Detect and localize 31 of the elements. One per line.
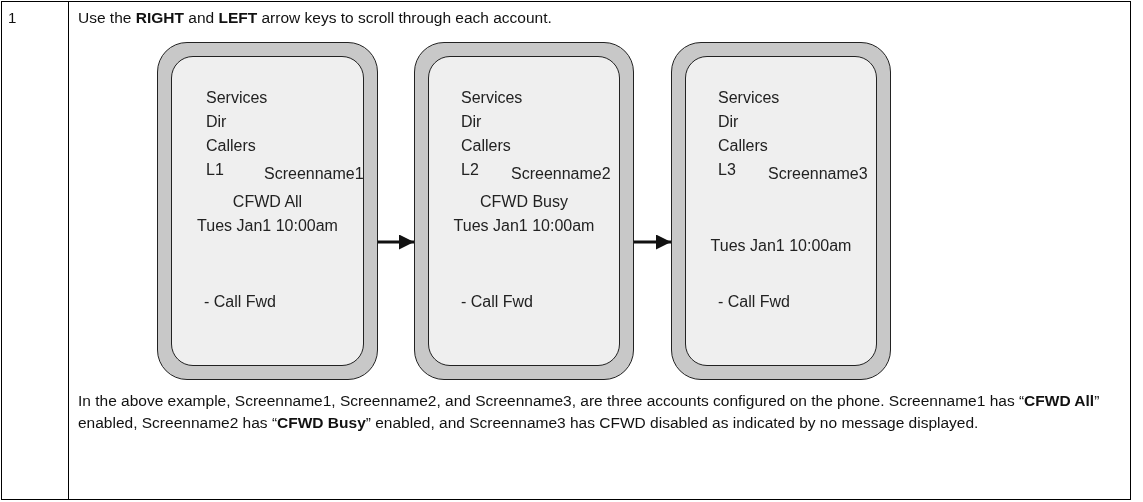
screen-name: Screenname1 bbox=[264, 165, 364, 183]
line-label: L1 bbox=[206, 161, 224, 179]
arrow bbox=[634, 234, 671, 250]
line-label: L3 bbox=[718, 161, 736, 179]
instruction-text: Use the RIGHT and LEFT arrow keys to scroll through each account. bbox=[78, 8, 553, 28]
phone-screen bbox=[157, 42, 378, 380]
phone-screen bbox=[671, 42, 891, 380]
softkey-label: - Call Fwd bbox=[718, 293, 790, 311]
step-number: 1 bbox=[8, 8, 18, 28]
menu-item: Dir bbox=[718, 113, 739, 131]
menu-item: Callers bbox=[206, 137, 256, 155]
date-time: Tues Jan1 10:00am bbox=[452, 217, 596, 235]
forward-status: CFWD Busy bbox=[479, 193, 569, 211]
menu-item: Services bbox=[461, 89, 523, 107]
menu-item: Callers bbox=[718, 137, 768, 155]
arrow bbox=[378, 234, 414, 250]
line-label: L2 bbox=[461, 161, 479, 179]
explanation-paragraph: In the above example, Screenname1, Screenname2, and Screenname3, are three accounts configured on the phone. Screenname1 has “CFWD All” enabled, Screenname2 has “CFWD Busy” enabled, and Screenname3 has CFWD disabled as indicated by no message displayed. bbox=[78, 391, 1101, 433]
date-time: Tues Jan1 10:00am bbox=[196, 217, 339, 235]
screen-name: Screenname3 bbox=[768, 165, 868, 183]
date-time: Tues Jan1 10:00am bbox=[709, 237, 853, 255]
screen-name: Screenname2 bbox=[511, 165, 611, 183]
phone-screen bbox=[414, 42, 634, 380]
forward-status: CFWD All bbox=[231, 193, 304, 211]
menu-item: Dir bbox=[206, 113, 227, 131]
softkey-label: - Call Fwd bbox=[204, 293, 276, 311]
menu-item: Services bbox=[718, 89, 780, 107]
menu-item: Dir bbox=[461, 113, 482, 131]
softkey-label: - Call Fwd bbox=[461, 293, 533, 311]
menu-item: Callers bbox=[461, 137, 511, 155]
menu-item: Services bbox=[206, 89, 268, 107]
